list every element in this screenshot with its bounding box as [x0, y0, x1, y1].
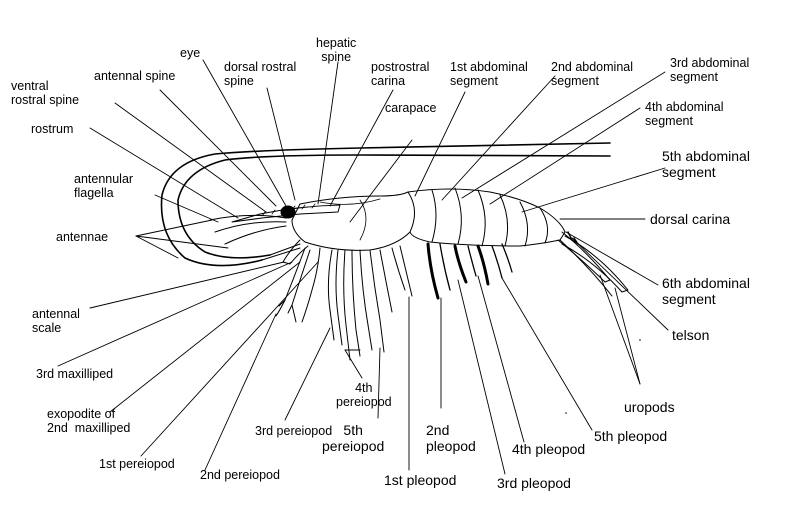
label-6th-abdominal-segment: 6th abdominal segment — [662, 275, 750, 307]
label-exopodite-2nd-maxilliped: exopodite of 2nd maxilliped — [47, 407, 131, 435]
label-1st-abdominal-segment: 1st abdominal segment — [450, 60, 528, 88]
label-3rd-pereiopod: 3rd pereiopod — [255, 424, 333, 438]
eye-drawing — [280, 205, 296, 219]
label-5th-pleopod: 5th pleopod — [594, 428, 668, 444]
mouthparts-drawing — [275, 239, 321, 323]
label-postrostral-carina: postrostral carina — [371, 60, 430, 88]
label-dorsal-carina: dorsal carina — [650, 211, 731, 227]
label-4th-abdominal-segment: 4th abdominal segment — [645, 100, 724, 128]
label-antennal-scale: antennal scale — [32, 307, 80, 335]
carapace-drawing — [291, 191, 415, 251]
label-ventral-rostral-spine: ventral rostral spine — [11, 79, 80, 107]
label-1st-pleopod: 1st pleopod — [384, 472, 457, 488]
leader-lines — [57, 59, 669, 475]
label-3rd-maxilliped: 3rd maxilliped — [36, 367, 114, 381]
label-2nd-abdominal-segment: 2nd abdominal segment — [551, 60, 634, 88]
abdomen-drawing — [407, 187, 566, 247]
antennular-flagella-drawing — [209, 214, 287, 245]
label-hepatic-spine: hepatic spine — [316, 36, 357, 64]
antennae-drawing — [160, 142, 611, 267]
label-telson: telson — [672, 327, 710, 343]
label-antennular-flagella: antennular flagella — [74, 172, 134, 200]
label-dorsal-rostral-spine: dorsal rostral spine — [224, 60, 297, 88]
pleopods-drawing — [426, 242, 513, 300]
label-carapace: carapace — [385, 101, 437, 115]
label-4th-pereiopod: 4th pereiopod — [336, 381, 392, 409]
label-2nd-pleopod: 2nd pleopod — [426, 422, 476, 454]
label-uropods: uropods — [624, 399, 675, 415]
label-5th-abdominal-segment: 5th abdominal segment — [662, 148, 750, 180]
pereiopods-drawing — [327, 245, 413, 361]
label-eye: eye — [180, 46, 201, 60]
label-antennae: antennae — [56, 230, 109, 244]
label-rostrum: rostrum — [31, 122, 74, 136]
label-5th-pereiopod: 5th pereiopod — [322, 422, 385, 454]
label-1st-pereiopod: 1st pereiopod — [99, 457, 175, 471]
rostrum-drawing — [231, 204, 341, 223]
tail-fan-drawing — [557, 231, 629, 297]
label-3rd-pleopod: 3rd pleopod — [497, 475, 571, 491]
label-3rd-abdominal-segment: 3rd abdominal segment — [670, 56, 750, 84]
label-2nd-pereiopod: 2nd pereiopod — [200, 468, 280, 482]
label-4th-pleopod: 4th pleopod — [512, 441, 586, 457]
label-antennal-spine: antennal spine — [94, 69, 176, 83]
